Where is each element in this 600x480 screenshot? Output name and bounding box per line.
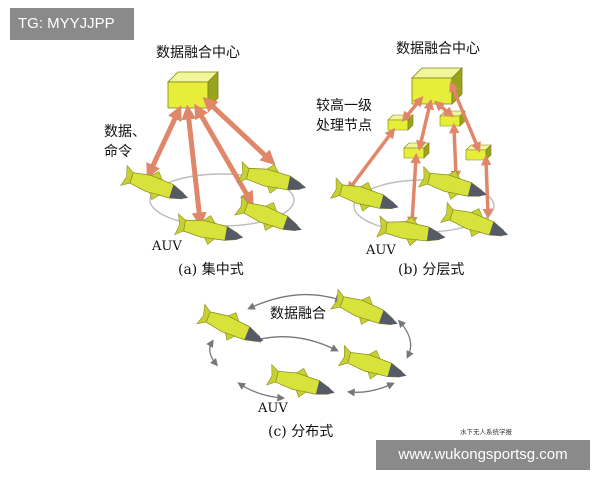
mid-node-1 xyxy=(387,114,414,131)
arrows-b xyxy=(346,81,494,228)
label-fusion-center-b: 数据融合中心 xyxy=(396,41,480,57)
watermark-tag: TG: MYYJJPP xyxy=(10,8,134,40)
label-mid-node-2: 处理节点 xyxy=(316,118,372,134)
auv-c4 xyxy=(265,360,340,406)
label-auv-a: AUV xyxy=(151,239,182,254)
label-mid-node-1: 较高一级 xyxy=(316,97,372,114)
auv-c1 xyxy=(194,300,270,354)
credit-text: 水下无人系统学报 xyxy=(460,427,513,436)
panel-distributed: 数据融合 AUV (c) 分布式 xyxy=(194,285,414,440)
auv-a3 xyxy=(173,209,247,251)
label-data-fusion: 数据融合 xyxy=(270,306,326,322)
panel-hierarchical: 数据融合中心 较高一级 处理节点 AUV (b) 分层式 xyxy=(316,41,514,278)
arrows-a xyxy=(146,96,276,228)
auv-c3 xyxy=(337,341,412,389)
mid-node-3 xyxy=(403,142,430,159)
auv-a1 xyxy=(118,161,194,211)
watermark-url: www.wukongsportsg.com xyxy=(376,440,590,470)
caption-a: (a) 集中式 xyxy=(178,261,244,278)
caption-c: (c) 分布式 xyxy=(268,424,333,440)
auv-b1 xyxy=(329,173,404,221)
arrows-c xyxy=(206,293,414,402)
auv-b4 xyxy=(438,198,514,248)
fusion-center-box-b xyxy=(411,67,463,105)
mid-node-2 xyxy=(439,110,466,127)
auv-a4 xyxy=(232,191,308,243)
auv-c2 xyxy=(328,285,404,337)
label-auv-b: AUV xyxy=(365,243,396,258)
label-data-command-1: 数据、 xyxy=(104,124,146,140)
label-data-command-2: 命令 xyxy=(104,143,132,160)
caption-b: (b) 分层式 xyxy=(398,262,464,278)
panel-centralized: 数据融合中心 数据、 命令 AUV (a) 集中式 xyxy=(104,45,310,278)
label-fusion-center-a: 数据融合中心 xyxy=(156,45,240,61)
label-auv-c: AUV xyxy=(257,401,288,416)
